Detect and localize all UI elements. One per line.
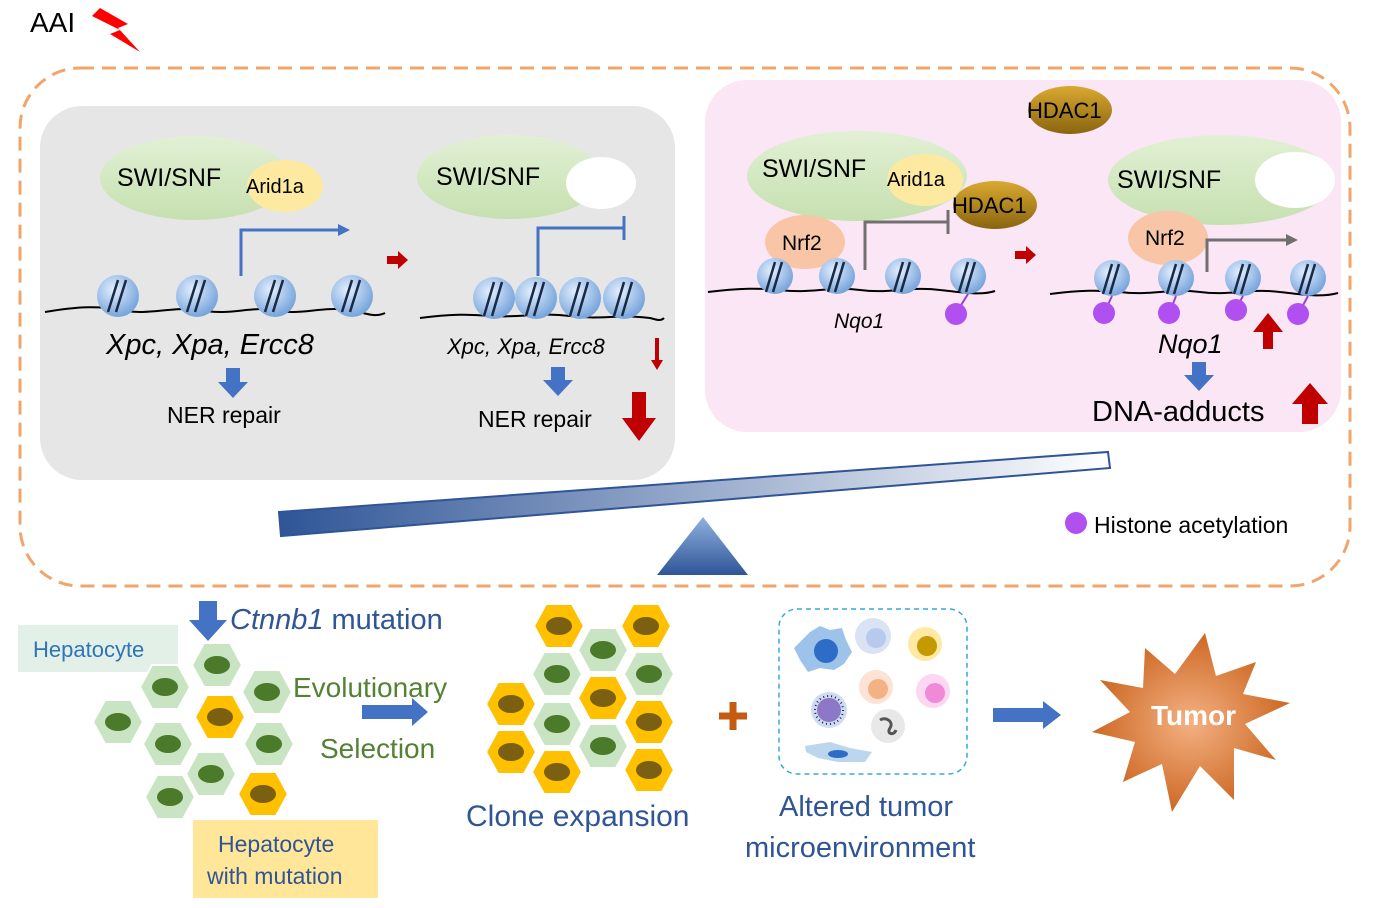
immune-cells (794, 618, 950, 762)
activation-arrowhead (1286, 234, 1298, 246)
legend-label: Histone acetylation (1094, 512, 1288, 538)
clone-expansion-cluster (484, 603, 676, 795)
lightning-bolt-icon (92, 8, 140, 52)
dna-adducts-label: DNA-adducts (1092, 396, 1264, 428)
ner-repair-label: NER repair (167, 402, 281, 428)
swisnf-label: SWI/SNF (117, 164, 221, 192)
mutated-label-line2: with mutation (206, 863, 343, 889)
red-down-arrow-icon (651, 338, 663, 370)
arid1a-label: Arid1a (887, 169, 946, 191)
arid1a-subunit (887, 154, 963, 206)
swisnf-complex (100, 136, 290, 220)
down-arrow-icon (189, 601, 227, 641)
microenvironment-label-line2: microenvironment (745, 832, 975, 864)
nrf2-label: Nrf2 (1145, 227, 1185, 250)
gene-label: Nqo1 (834, 310, 884, 333)
red-right-arrow-icon (387, 251, 408, 269)
ner-repair-label: NER repair (478, 406, 592, 432)
legend-dot (1065, 512, 1087, 534)
gene-list: Xpc, Xpa, Ercc8 (105, 329, 314, 361)
balance-fulcrum (657, 517, 748, 575)
red-up-arrow-icon (1292, 383, 1328, 424)
arid1a-subunit (247, 160, 323, 212)
down-arrow-icon (1184, 362, 1214, 391)
missing-arid1a (566, 157, 636, 209)
gene-list: Xpc, Xpa, Ercc8 (446, 334, 606, 359)
mutation-word: mutation (332, 604, 443, 636)
hepatocyte-label: Hepatocyte (33, 637, 144, 662)
nrf2-factor (1128, 211, 1208, 265)
histone-acetylation-dot (945, 303, 967, 325)
right-arrow-icon (993, 701, 1061, 729)
down-arrow-icon (218, 368, 248, 398)
swisnf-label: SWI/SNF (436, 163, 540, 191)
activation-arrow (1205, 238, 1286, 272)
hdac1-bound (953, 181, 1037, 229)
red-right-arrow-icon (1015, 246, 1036, 264)
nucleosome-row (757, 258, 986, 294)
right-arrow-icon (362, 698, 428, 726)
aai-label: AAI (30, 7, 75, 38)
missing-arid1a (1255, 152, 1335, 208)
hdac1-free (1028, 86, 1112, 134)
nucleosome-row-compacted (473, 277, 645, 319)
nucleosome-row (1094, 260, 1326, 296)
nucleosome-row (97, 275, 373, 317)
nrf2-factor (765, 215, 845, 269)
dashed-boundary (18, 66, 1352, 588)
nrf2-label: Nrf2 (782, 232, 822, 255)
swisnf-complex (417, 135, 603, 219)
mutated-label-box (193, 820, 378, 898)
clone-expansion-label: Clone expansion (466, 800, 690, 833)
arid1a-label: Arid1a (246, 176, 305, 198)
evolutionary-label: Evolutionary (293, 672, 447, 703)
down-arrow-icon (543, 367, 573, 396)
hdac1-label: HDAC1 (952, 193, 1027, 218)
plus-icon (719, 702, 747, 730)
balance-beam (277, 450, 1112, 538)
swisnf-label: SWI/SNF (762, 155, 866, 183)
hepatocyte-cluster (91, 642, 296, 820)
tumor-burst (1092, 633, 1290, 812)
red-up-arrow-icon (1253, 313, 1283, 349)
inhibition-line (536, 226, 624, 276)
swisnf-label: SWI/SNF (1117, 166, 1221, 194)
mutation-gene: Ctnnb1 (230, 604, 324, 636)
selection-label: Selection (320, 733, 435, 764)
hdac1-label: HDAC1 (1027, 98, 1102, 123)
activation-arrow (239, 228, 338, 276)
red-down-arrow-icon (622, 392, 656, 441)
activation-arrowhead (338, 224, 350, 236)
tumor-label: Tumor (1151, 700, 1236, 731)
microenvironment-label-line1: Altered tumor (779, 791, 953, 823)
inhibition-line (863, 220, 948, 270)
histone-acetylation-dots (1093, 295, 1309, 325)
gene-label: Nqo1 (1158, 329, 1223, 359)
mutated-label-line1: Hepatocyte (218, 831, 334, 857)
